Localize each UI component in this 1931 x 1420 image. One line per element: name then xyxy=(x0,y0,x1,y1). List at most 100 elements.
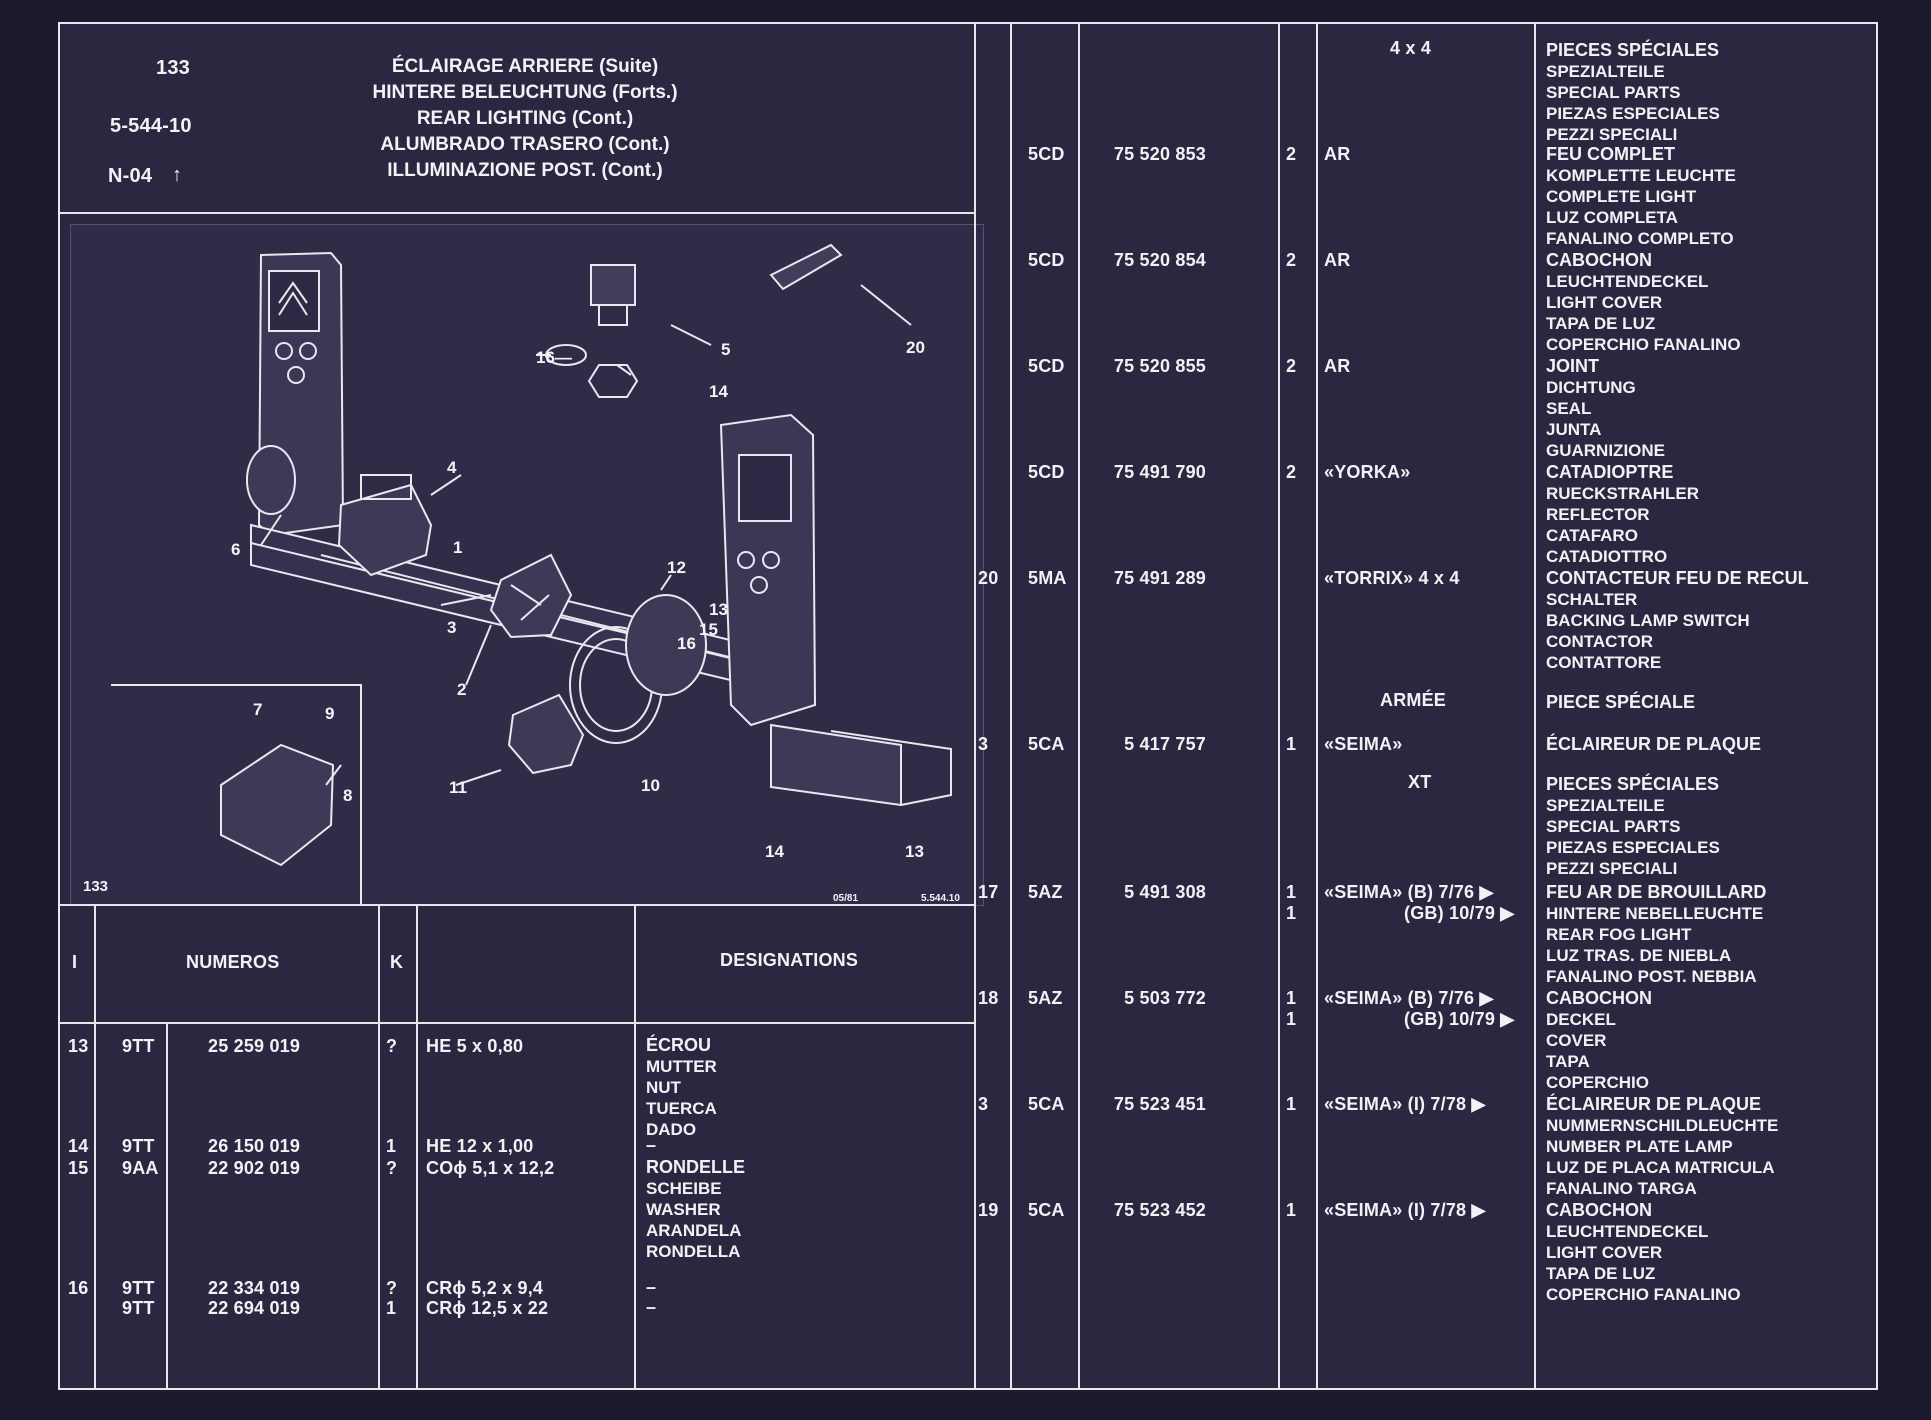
page-number: 133 xyxy=(156,57,190,79)
row-application: AR xyxy=(1324,144,1351,164)
title-es: ALUMBRADO TRASERO (Cont.) xyxy=(380,134,670,155)
row-part-number: 26 150 019 xyxy=(208,1136,301,1156)
col-header-k: K xyxy=(390,952,404,972)
callout-14b: 14 xyxy=(765,842,784,861)
row-designation: – xyxy=(646,1297,656,1318)
row-designation: – xyxy=(646,1135,656,1156)
row-application: AR xyxy=(1324,250,1351,270)
row-prefix: 9TT xyxy=(122,1036,155,1056)
callout-5: 5 xyxy=(721,340,730,359)
row-prefix: 9TT xyxy=(122,1136,155,1156)
designation-line: CATADIOPTRE xyxy=(1546,462,1674,482)
designation-line: CATADIOTTRO xyxy=(1546,547,1668,566)
row-qty-2: 1 xyxy=(1286,1009,1297,1029)
callout-16b: 16 xyxy=(677,634,696,653)
designation-line: COPERCHIO FANALINO xyxy=(1546,335,1741,354)
row-part-number: 75 520 854 xyxy=(1113,250,1206,270)
designation-line: DICHTUNG xyxy=(1546,378,1636,397)
callout-7: 7 xyxy=(253,700,262,719)
row-qty: 1 xyxy=(1286,882,1297,902)
row-part-number: 75 491 790 xyxy=(1113,462,1206,482)
designation-line: COMPLETE LIGHT xyxy=(1546,187,1697,206)
table-top-rule xyxy=(60,904,974,906)
table-header-rule xyxy=(60,1022,974,1024)
designation-line: CABOCHON xyxy=(1546,1200,1652,1220)
row-ref: 14 xyxy=(68,1136,89,1156)
row-qty: 1 xyxy=(1286,1200,1297,1220)
designation-line: CATAFARO xyxy=(1546,526,1638,545)
designation-line: LUZ TRAS. DE NIEBLA xyxy=(1546,946,1732,965)
designation-line: GUARNIZIONE xyxy=(1546,441,1665,460)
designation-line: JOINT xyxy=(1546,356,1600,376)
title-de: HINTERE BELEUCHTUNG (Forts.) xyxy=(372,82,678,103)
row-part-number: 75 523 452 xyxy=(1113,1200,1206,1220)
arrow-up-icon: ↑ xyxy=(172,164,182,186)
row-part-number: 75 520 855 xyxy=(1113,356,1206,376)
plate-date: 05/81 xyxy=(833,893,858,904)
designation-line: – xyxy=(646,1277,657,1297)
designation-line: TAPA xyxy=(1546,1052,1590,1071)
designation-line: CONTACTEUR FEU DE RECUL xyxy=(1546,568,1809,588)
row-part-number: 75 523 451 xyxy=(1113,1094,1206,1114)
row-qty: 1 xyxy=(1286,1094,1297,1114)
row-part-number: 5 503 772 xyxy=(1124,988,1206,1008)
designation-line: CONTATTORE xyxy=(1546,653,1662,672)
row-qty: ? xyxy=(386,1036,398,1056)
designation-line: NUMMERNSCHILDLEUCHTE xyxy=(1546,1116,1779,1135)
row-part-number: 22 902 019 xyxy=(208,1158,301,1178)
row-designation: – xyxy=(646,1277,656,1298)
designation-line: REAR FOG LIGHT xyxy=(1546,925,1692,944)
designation-line: LIGHT COVER xyxy=(1546,293,1663,312)
callout-1: 1 xyxy=(453,538,462,557)
exploded-view-drawing: 16— 5 14 20 4 6 1 3 2 12 13 15 16 11 10 … xyxy=(83,243,960,905)
row-ref: 3 xyxy=(978,734,989,754)
row-part-number: 5 491 308 xyxy=(1124,882,1206,902)
row-prefix: 9TT xyxy=(122,1298,155,1318)
row-qty: 2 xyxy=(1286,356,1297,376)
designation-line: – xyxy=(646,1135,657,1155)
callout-2: 2 xyxy=(457,680,466,699)
designation-line: LIGHT COVER xyxy=(1546,1243,1663,1262)
row-qty: 1 xyxy=(386,1298,397,1318)
section-label-4x4: 4 x 4 xyxy=(1390,38,1432,58)
callout-15: 15 xyxy=(699,620,718,639)
row-prefix: 5CA xyxy=(1028,1094,1065,1114)
designation-line: PIECES SPÉCIALES xyxy=(1546,40,1720,60)
designation-line: CABOCHON xyxy=(1546,250,1652,270)
designation-line: MUTTER xyxy=(646,1057,717,1076)
callout-3: 3 xyxy=(447,618,456,637)
plate-ref: 5.544.10 xyxy=(921,893,960,904)
row-prefix: 5MA xyxy=(1028,568,1067,588)
designation-line: NUMBER PLATE LAMP xyxy=(1546,1137,1733,1156)
designation-line: FEU COMPLET xyxy=(1546,144,1675,164)
designation-line: COPERCHIO FANALINO xyxy=(1546,1285,1741,1304)
designation-line: PIEZAS ESPECIALES xyxy=(1546,104,1720,123)
callout-4: 4 xyxy=(447,458,457,477)
row-ref: 17 xyxy=(978,882,999,902)
exploded-view-illustration: 16— 5 14 20 4 6 1 3 2 12 13 15 16 11 10 … xyxy=(70,224,984,906)
designation-line: TAPA DE LUZ xyxy=(1546,1264,1656,1283)
row-qty: 2 xyxy=(1286,144,1297,164)
parts-sheet: 133 5-544-10 N-04 ↑ ÉCLAIRAGE ARRIERE (S… xyxy=(58,22,1878,1390)
designation-line: ÉCLAIREUR DE PLAQUE xyxy=(1546,734,1762,754)
row-spec: CRϕ 12,5 x 22 xyxy=(426,1298,549,1318)
designation-line: LUZ DE PLACA MATRICULA xyxy=(1546,1158,1775,1177)
title-it: ILLUMINAZIONE POST. (Cont.) xyxy=(387,160,663,181)
row-prefix: 5CD xyxy=(1028,144,1065,164)
row-ref: 16 xyxy=(68,1278,89,1298)
col-header-designations: DESIGNATIONS xyxy=(720,950,859,970)
designation-line: NUT xyxy=(646,1078,681,1097)
row-application-2: (GB) 10/79 ▶ xyxy=(1404,903,1515,923)
designation-line: CABOCHON xyxy=(1546,988,1652,1008)
callout-9: 9 xyxy=(325,704,334,723)
designation-line: BACKING LAMP SWITCH xyxy=(1546,611,1750,630)
row-prefix: 5AZ xyxy=(1028,988,1063,1008)
designation-line: SCHALTER xyxy=(1546,590,1638,609)
designation-line: PEZZI SPECIALI xyxy=(1546,859,1678,878)
